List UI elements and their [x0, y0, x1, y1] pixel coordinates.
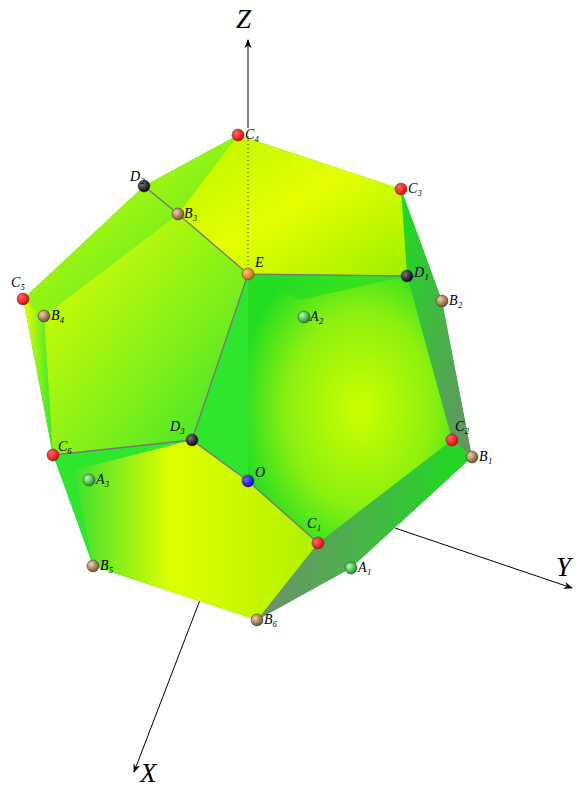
point-label: C₆ — [58, 440, 72, 454]
point-label: C₂ — [455, 420, 469, 434]
axis-label: Z — [236, 6, 251, 33]
point-label: O — [255, 466, 265, 480]
point-label: B₂ — [449, 294, 462, 308]
point-label: B₁ — [479, 450, 492, 464]
point-marker — [345, 562, 357, 574]
point-label: B₆ — [264, 613, 277, 627]
point-marker — [395, 183, 407, 195]
point-label: A₁ — [358, 561, 371, 575]
point-label: C₅ — [11, 276, 25, 290]
point-label: D₃ — [170, 420, 185, 434]
point-marker — [251, 614, 263, 626]
axis-label: X — [140, 760, 157, 787]
point-label: D₁ — [414, 266, 429, 280]
point-label: A₂ — [310, 310, 323, 324]
point-label: C₄ — [245, 128, 259, 142]
point-label: B₅ — [100, 559, 113, 573]
point-marker — [38, 310, 50, 322]
point-marker — [242, 268, 254, 280]
point-marker — [401, 270, 413, 282]
point-label: E — [255, 256, 264, 270]
point-marker — [47, 449, 59, 461]
point-label: B₃ — [184, 207, 197, 221]
point-marker — [242, 475, 254, 487]
point-marker — [232, 129, 244, 141]
point-label: C₁ — [307, 517, 321, 531]
point-marker — [446, 434, 458, 446]
point-marker — [172, 208, 184, 220]
axis-label: Y — [556, 554, 571, 581]
point-label: B₄ — [51, 309, 64, 323]
point-marker — [17, 293, 29, 305]
point-marker — [466, 451, 478, 463]
point-marker — [312, 537, 324, 549]
point-marker — [436, 295, 448, 307]
point-marker — [186, 434, 198, 446]
point-label: C₃ — [408, 182, 422, 196]
point-marker — [87, 560, 99, 572]
point-label: D₂ — [130, 170, 145, 184]
point-marker — [298, 311, 310, 323]
point-label: A₃ — [96, 473, 109, 487]
point-marker — [83, 474, 95, 486]
